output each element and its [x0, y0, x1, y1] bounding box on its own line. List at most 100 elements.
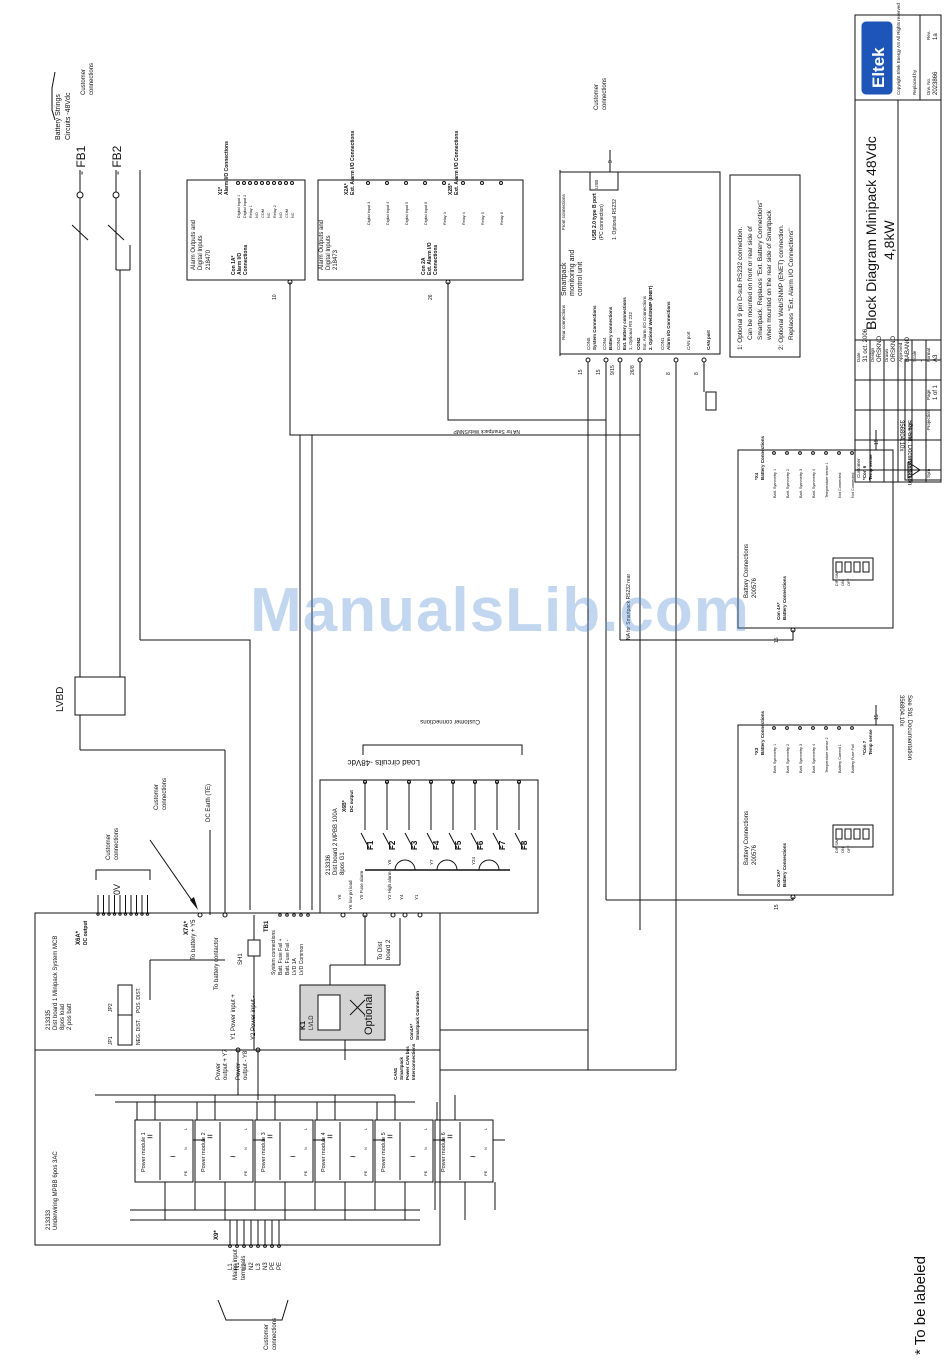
pin-terminal — [772, 726, 776, 730]
tb1-terminal — [306, 913, 310, 917]
y-terminal-label: Y2 High alarm — [387, 871, 392, 900]
scale: - — [919, 360, 925, 362]
power-output-label: Power — [216, 1063, 222, 1080]
wire-count: 15 — [874, 439, 880, 445]
smartpack-title: control unit — [577, 262, 584, 296]
pin-terminal — [278, 181, 282, 185]
pe-terminal: PE — [243, 1170, 248, 1176]
alarm-x: X2B* — [448, 183, 454, 195]
format: A3 — [933, 354, 939, 362]
n-terminal: N — [243, 1147, 248, 1150]
battery-pin: Temperature sense 2 — [825, 737, 829, 773]
customer-bracket — [217, 1299, 289, 1321]
alarm-pin: NO — [279, 212, 283, 218]
wire-count: 8 — [694, 372, 700, 375]
fuse-label-fb2: - FB2 — [110, 145, 124, 175]
dc-output-connector: DC output — [83, 921, 89, 945]
power-output-label: output + Y7 — [223, 1049, 229, 1080]
alarm-pin: Relay 2 — [273, 205, 277, 218]
battery-terminal — [197, 912, 203, 918]
alarm-pin: Relay 1 — [249, 205, 253, 218]
mains-label: PE — [270, 1262, 276, 1270]
shunt-sh1 — [247, 939, 261, 957]
n-terminal: N — [423, 1147, 428, 1150]
pin-terminal — [824, 451, 828, 455]
ac-dc-symbol: ~ — [410, 1152, 416, 1163]
to-dist-label: To Dist — [378, 941, 384, 960]
front-connections: Front connections — [561, 193, 566, 230]
lvld-relay — [299, 984, 386, 1041]
customer-connections-label: connections — [114, 828, 120, 860]
pe-terminal: PE — [483, 1170, 488, 1176]
alarm-part: 218473 — [333, 249, 339, 270]
alarm-pin: Digital Input 1 — [237, 195, 241, 218]
mains-label: terminals — [241, 1256, 247, 1280]
smartpack-port: CON4 — [602, 337, 607, 350]
ac-dc-symbol: = — [387, 1132, 393, 1143]
y-terminal — [340, 912, 346, 918]
alarm-x: X2A* — [344, 183, 350, 195]
smartpack-port-terminal — [673, 357, 679, 363]
y-terminal-label: Y4 — [399, 894, 404, 900]
pin-terminal — [366, 181, 370, 185]
note-line: Replaces "Ext. Alarm I/O Connections" — [788, 228, 795, 340]
alarm-title: Digital Inputs — [198, 235, 204, 270]
battery-board-part: 200576 — [752, 844, 758, 865]
alarm-board-1 — [186, 179, 306, 281]
shunt-label: SH1 — [238, 953, 244, 965]
pin-terminal — [785, 726, 789, 730]
drawn: ORSKNO — [891, 336, 897, 362]
power-input-label: Y1 Power input + — [231, 994, 237, 1040]
pin-terminal — [385, 181, 389, 185]
tb1-line: LVD 1A — [292, 957, 298, 975]
dc-output-connector: X6A* — [76, 930, 82, 945]
power-module-label: Power module 6 — [441, 1132, 447, 1172]
customer-connections-label: Customer — [154, 784, 160, 810]
mains-label: L3 — [256, 1263, 262, 1270]
mains-label: PE — [277, 1262, 283, 1270]
tb1-terminal — [299, 913, 303, 917]
y-terminal — [390, 912, 396, 918]
alarm-x: X1* — [218, 187, 224, 195]
coil — [478, 859, 500, 871]
fuse-label: F7 — [498, 840, 507, 850]
dip-label: OFF — [847, 578, 851, 586]
dip-label: DIP SW — [835, 839, 839, 853]
wire-count: 15 — [874, 714, 880, 720]
battery-pin: Batt. Symmetry 4 — [812, 469, 816, 498]
drawn-label: Drawn — [884, 348, 889, 362]
board-part: 213335 — [46, 1009, 52, 1030]
power-module-1 — [134, 1119, 194, 1183]
pos-dist-label: POS. DIST. — [136, 987, 142, 1013]
alarm-pin: Digital Input 5 — [405, 202, 409, 225]
ac-dc-symbol: ~ — [290, 1152, 296, 1163]
alarm-connector: Connections — [433, 245, 439, 275]
battery-x: *X4 — [754, 472, 759, 480]
customer-connections-label: connections — [272, 1318, 278, 1350]
customer-connections-label: Customer — [594, 84, 600, 110]
fuse-F5 — [448, 832, 458, 849]
approved-label: Approved — [898, 342, 903, 362]
note-line: 1: Optional 9 pin D-sub RS232 connection… — [737, 227, 744, 350]
battery-pin: Batt. Symmetry 1 — [773, 469, 777, 498]
wire — [289, 425, 640, 436]
y-terminal-label: Y6 — [337, 894, 342, 900]
alarm-title: Alarm Outputs and — [191, 220, 197, 270]
mains-connector: X9* — [214, 1230, 220, 1240]
see-documentation: 356804.10x — [898, 695, 904, 726]
n-terminal: N — [183, 1147, 188, 1150]
eltek-logo-badge — [861, 21, 893, 95]
fuse-F4 — [426, 832, 436, 849]
pin-terminal — [290, 181, 294, 185]
power-module-6 — [434, 1119, 494, 1183]
lvbd-label: LVBD — [55, 687, 66, 712]
pin-terminal — [837, 726, 841, 730]
power-module-label: Power module 4 — [321, 1132, 327, 1172]
pin-terminal — [260, 181, 264, 185]
fuse-F6 — [470, 832, 480, 849]
ac-dc-symbol: ~ — [230, 1152, 236, 1163]
board-name: Dist board 2 MPBB 100A — [333, 808, 339, 875]
smartpack-port-terminal — [617, 357, 623, 363]
date: 31 oct. 2006 — [863, 328, 869, 362]
mains-label: N1 — [235, 1262, 241, 1270]
